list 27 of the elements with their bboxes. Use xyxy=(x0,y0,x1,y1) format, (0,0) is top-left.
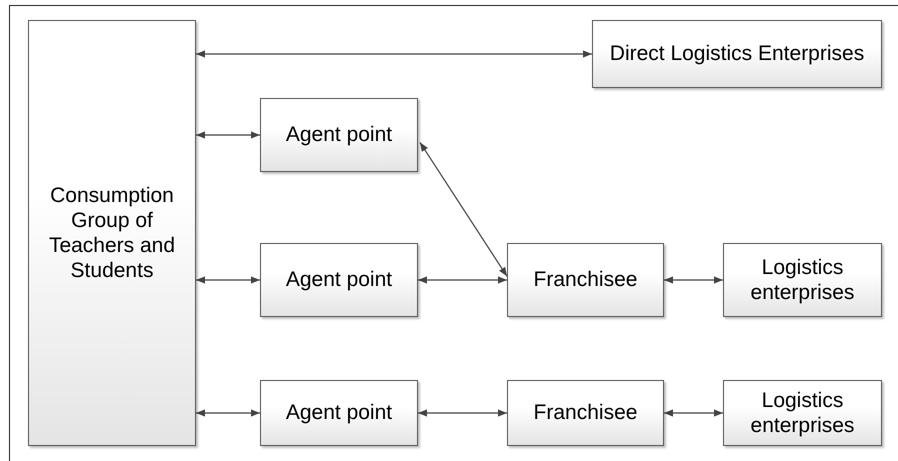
box-label: Logistics enterprises xyxy=(750,254,856,306)
process-box xyxy=(260,380,418,446)
box-label: Franchisee xyxy=(534,267,638,293)
process-box xyxy=(260,243,418,317)
double-arrow xyxy=(196,131,260,139)
process-box xyxy=(507,243,664,317)
process-box xyxy=(28,20,196,446)
process-box xyxy=(723,243,882,317)
process-box xyxy=(723,380,882,446)
double-arrow xyxy=(664,276,723,284)
double-arrow xyxy=(418,409,507,417)
box-label: Direct Logistics Enterprises xyxy=(610,41,864,67)
double-arrow xyxy=(664,409,723,417)
double-arrow xyxy=(196,409,260,417)
box-label: Agent point xyxy=(286,267,392,293)
double-arrow xyxy=(420,142,508,277)
box-label: Agent point xyxy=(286,400,392,426)
process-box xyxy=(260,98,418,172)
double-arrow xyxy=(196,50,592,58)
double-arrow xyxy=(418,276,507,284)
box-label: Franchisee xyxy=(534,400,638,426)
process-box xyxy=(507,380,664,446)
double-arrow xyxy=(196,276,260,284)
box-label: Logistics enterprises xyxy=(750,388,856,438)
box-label: Consumption Group of Teachers and Students xyxy=(48,182,176,284)
process-box xyxy=(592,20,882,88)
box-label: Agent point xyxy=(286,122,392,148)
